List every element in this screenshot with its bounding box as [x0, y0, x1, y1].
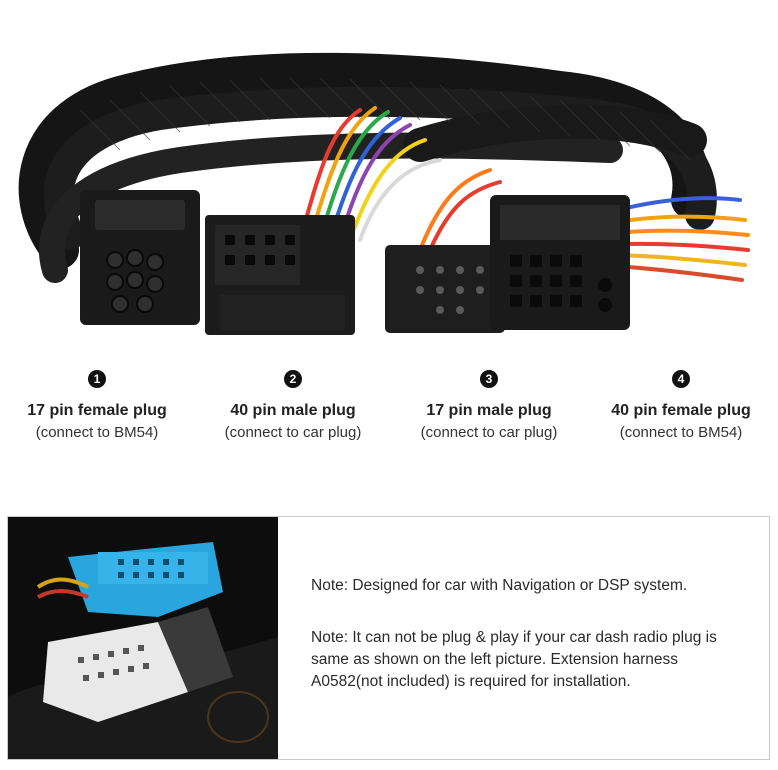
note-navigation-dsp: Note: Designed for car with Navigation o… [311, 577, 688, 594]
number-badge: 2 [284, 370, 302, 388]
plug-label-2: 2 40 pin male plug (connect to car plug) [196, 370, 390, 444]
plug-label-1: 1 17 pin female plug (connect to BM54) [0, 370, 194, 444]
plug-subtitle: (connect to BM54) [35, 424, 159, 441]
plug-title: 17 pin male plug [426, 402, 552, 419]
white-plug-icon [43, 607, 233, 722]
note-text: Note: Designed for car with Navigation o… [311, 575, 751, 723]
plug-labels: 1 17 pin female plug (connect to BM54) 2… [0, 360, 778, 470]
harness-product-image [0, 0, 778, 360]
radio-plug-photo [8, 517, 278, 759]
connector-1-icon [80, 190, 200, 325]
number-badge: 4 [672, 370, 690, 388]
blue-plug-icon [36, 542, 223, 617]
connector-4-icon [490, 195, 630, 330]
plug-subtitle: (connect to car plug) [224, 424, 362, 441]
plug-label-4: 4 40 pin female plug (connect to BM54) [584, 370, 778, 444]
note-plug-and-play: Note: It can not be plug & play if your … [311, 629, 717, 690]
note-box: Note: Designed for car with Navigation o… [7, 516, 770, 760]
number-badge: 1 [88, 370, 106, 388]
number-badge: 3 [480, 370, 498, 388]
plug-title: 40 pin female plug [611, 402, 751, 419]
plug-label-3: 3 17 pin male plug (connect to car plug) [392, 370, 586, 444]
connector-2-icon [205, 215, 355, 335]
connector-3-icon [385, 245, 505, 333]
plug-subtitle: (connect to BM54) [619, 424, 743, 441]
plug-title: 17 pin female plug [27, 402, 167, 419]
plug-subtitle: (connect to car plug) [420, 424, 558, 441]
plug-title: 40 pin male plug [230, 402, 356, 419]
